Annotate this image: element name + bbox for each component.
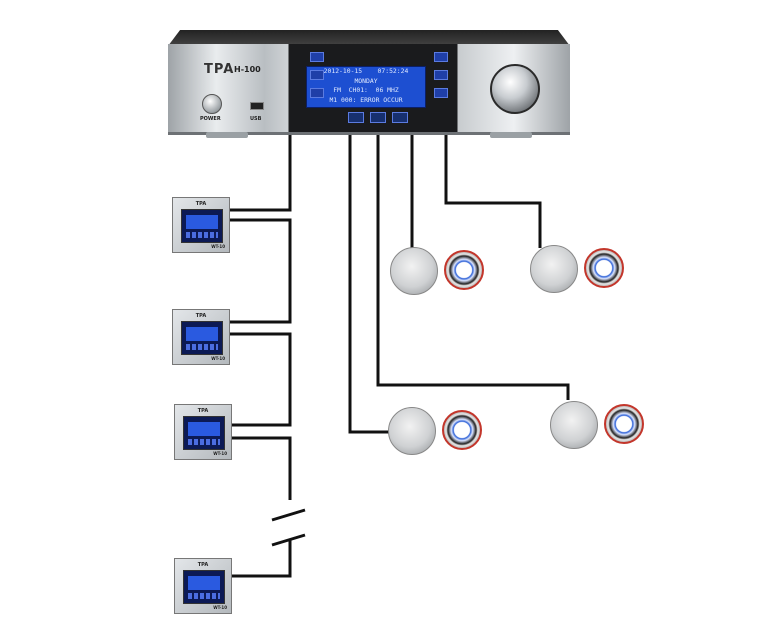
menu-button[interactable] (434, 70, 448, 80)
panel-bus-wire (230, 332, 292, 427)
display-line-2: MONDAY (354, 76, 378, 85)
panel-screen (183, 416, 225, 450)
panel-bus-wire (232, 436, 292, 500)
power-label: POWER (200, 116, 221, 122)
wall-control-panel: TPA WT-10 (172, 309, 230, 365)
panel-lcd (186, 327, 218, 341)
panel-keypad[interactable] (188, 439, 220, 445)
amplifier-top-cover (168, 30, 570, 46)
ceiling-speaker-grille (550, 401, 598, 449)
panel-model: WT-10 (211, 244, 225, 249)
break-mark (271, 508, 306, 522)
prev-button[interactable] (348, 112, 364, 123)
panel-bus-wire (232, 540, 292, 578)
panel-screen (183, 570, 225, 604)
amplifier-display: 2012-10-15 07:52:24 MONDAY FM CH01: 06 M… (306, 66, 426, 108)
panel-keypad[interactable] (186, 232, 218, 238)
menu-button[interactable] (434, 52, 448, 62)
panel-bus-wire (230, 218, 292, 324)
stop-button[interactable] (392, 112, 408, 123)
menu-button[interactable] (310, 70, 324, 80)
amplifier-foot (490, 132, 532, 138)
panel-lcd (188, 422, 220, 436)
amplifier-brand: TPA (204, 62, 235, 77)
speaker-wire (348, 132, 390, 434)
menu-button[interactable] (434, 88, 448, 98)
ceiling-speaker-driver (442, 410, 482, 450)
display-line-3: FM CH01: 06 MHZ (333, 86, 399, 94)
panel-brand: TPA (197, 562, 209, 568)
display-line-4: M1 000: ERROR OCCUR (329, 95, 403, 104)
usb-port[interactable] (250, 102, 264, 110)
speaker-wire (444, 132, 542, 248)
panel-screen (181, 321, 223, 355)
next-button[interactable] (370, 112, 386, 123)
display-line-1: 2012-10-15 07:52:24 (323, 67, 409, 75)
panel-model: WT-10 (213, 451, 227, 456)
ceiling-speaker-grille (390, 247, 438, 295)
ceiling-speaker-driver (584, 248, 624, 288)
ceiling-speaker-driver (444, 250, 484, 290)
power-button[interactable] (202, 94, 222, 114)
ceiling-speaker-driver (604, 404, 644, 444)
panel-brand: TPA (197, 408, 209, 414)
panel-brand: TPA (195, 313, 207, 319)
panel-bus-wire (230, 132, 292, 212)
wall-control-panel: TPA WT-10 (174, 558, 232, 614)
usb-label: USB (250, 116, 262, 122)
speaker-wire (376, 132, 570, 400)
panel-lcd (186, 215, 218, 229)
amplifier: TPA H-100 POWER USB 2012-10-15 07:52:24 … (168, 30, 570, 138)
ceiling-speaker-grille (530, 245, 578, 293)
ceiling-speaker-grille (388, 407, 436, 455)
amplifier-foot (206, 132, 248, 138)
panel-keypad[interactable] (188, 593, 220, 599)
volume-knob[interactable] (490, 64, 540, 114)
menu-button[interactable] (310, 88, 324, 98)
panel-lcd (188, 576, 220, 590)
panel-model: WT-10 (211, 356, 225, 361)
wall-control-panel: TPA WT-10 (172, 197, 230, 253)
panel-screen (181, 209, 223, 243)
panel-model: WT-10 (213, 605, 227, 610)
panel-keypad[interactable] (186, 344, 218, 350)
panel-brand: TPA (195, 201, 207, 207)
wall-control-panel: TPA WT-10 (174, 404, 232, 460)
menu-button[interactable] (310, 52, 324, 62)
amplifier-model: H-100 (234, 65, 261, 74)
